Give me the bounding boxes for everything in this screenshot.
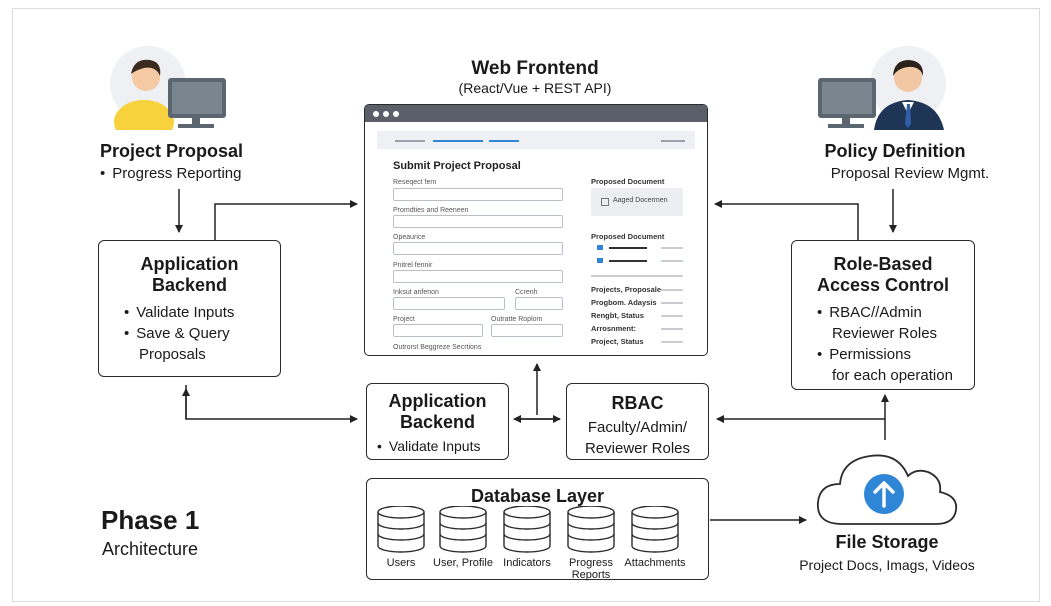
mockup-input[interactable] (393, 324, 483, 337)
rbac-right-item-2: Reviewer Roles (832, 325, 938, 342)
mockup-field-label: Inksut anfenon (393, 289, 439, 296)
app-backend-left-title-1: Application (140, 254, 239, 274)
database-icon (631, 506, 679, 553)
left-actor-title: Project Proposal (100, 141, 244, 161)
database-icon (567, 506, 615, 553)
rbac-center-title: RBAC (611, 393, 664, 413)
mockup-field-label: Project (393, 316, 415, 323)
mockup-field-label: Ccrenh (515, 289, 538, 296)
rbac-right-title-2: Access Control (816, 275, 950, 295)
app-backend-left-item-3: Proposals (139, 346, 206, 363)
rbac-right-item-1: RBAC//Admin (817, 302, 974, 323)
mockup-field-label: Reseqect fem (393, 179, 437, 186)
database-title: Database Layer (470, 486, 605, 506)
left-actor-item: Progress Reporting (100, 163, 300, 184)
mockup-field-label: Opeaurice (393, 234, 426, 241)
app-backend-left-box: Application Backend Validate Inputs Save… (98, 240, 281, 377)
db-table-label: Users (386, 557, 416, 569)
db-table-label: Indicators (503, 557, 551, 569)
frontend-subtitle: (React/Vue + REST API) (458, 80, 612, 96)
rbac-right-title-1: Role-Based (833, 254, 933, 274)
phase-title: Phase 1 (101, 505, 200, 535)
rbac-right-item-3: Permissions (817, 344, 974, 365)
database-icon (439, 506, 487, 553)
mockup-input[interactable] (393, 270, 563, 283)
mockup-list-item: Arrosnment: (591, 324, 637, 333)
reviewer-at-computer-icon (818, 46, 946, 130)
file-storage-title: File Storage (835, 532, 939, 552)
file-storage-subtitle: Project Docs, Imags, Videos (799, 557, 975, 573)
rbac-right-item-4: for each operation (832, 367, 953, 384)
student-at-computer-icon (110, 46, 226, 130)
mockup-field-label: Pnitrel fennir (393, 262, 433, 269)
app-backend-left-item-1: Validate Inputs (124, 302, 280, 323)
app-backend-center-title-1: Application (388, 391, 487, 411)
rbac-center-line-2: Reviewer Roles (584, 440, 691, 457)
mockup-input[interactable] (393, 297, 505, 310)
window-dot-icon (383, 111, 389, 117)
mockup-field-label: Outrorst Beggreze Secrtions (393, 344, 482, 351)
app-backend-left-item-2: Save & Query (124, 323, 280, 344)
cloud-upload-icon (817, 454, 958, 525)
app-backend-center-title-2: Backend (399, 412, 476, 432)
mockup-list-item: Progbom. Adaysis (591, 298, 657, 307)
db-table-label: Progress Reports (568, 557, 614, 581)
mockup-list-item: Projects, Proposale (591, 285, 662, 294)
mockup-input[interactable] (393, 242, 563, 255)
right-actor-item: Proposal Review Mgmt. (830, 165, 990, 182)
frontend-mockup-window: Submit Project Proposal Reseqect fem Pro… (364, 104, 708, 356)
window-dot-icon (373, 111, 379, 117)
mockup-field-label: Promdties and Reeneen (393, 207, 469, 214)
database-cylinders (377, 506, 679, 553)
mockup-attach-label: Aaged Docermen (613, 197, 668, 204)
rbac-center-line-1: Faculty/Admin/ (587, 419, 688, 436)
right-actor-title: Policy Definition (824, 141, 966, 161)
database-icon (377, 506, 425, 553)
mockup-field-label: Outratte Roplom (491, 316, 543, 323)
mockup-list-item: Rengbt, Status (591, 311, 644, 320)
database-icon (503, 506, 551, 553)
app-backend-left-title-2: Backend (151, 275, 228, 295)
mockup-nav-bar (377, 131, 695, 149)
db-table-label: Attachments (624, 557, 686, 569)
db-table-label: User, Profile (433, 557, 493, 569)
window-titlebar (365, 105, 707, 122)
mockup-attach-button[interactable]: Aaged Docermen (591, 188, 683, 216)
rbac-right-box: Role-Based Access Control RBAC//Admin Re… (791, 240, 975, 390)
mockup-side-heading: Proposed Document (591, 232, 665, 241)
mockup-input[interactable] (515, 297, 563, 310)
app-backend-center-item: Validate Inputs (377, 436, 508, 457)
rbac-center-box: RBAC Faculty/Admin/ Reviewer Roles (566, 383, 709, 460)
mockup-input[interactable] (393, 215, 563, 228)
window-dot-icon (393, 111, 399, 117)
mockup-side-heading: Proposed Document (591, 177, 665, 186)
mockup-list-item: Project, Status (591, 337, 644, 346)
app-backend-center-box: Application Backend Validate Inputs (366, 383, 509, 460)
mockup-input[interactable] (491, 324, 563, 337)
frontend-title: Web Frontend (471, 58, 599, 79)
mockup-input[interactable] (393, 188, 563, 201)
mockup-form-title: Submit Project Proposal (393, 160, 521, 172)
phase-subtitle: Architecture (102, 539, 199, 559)
